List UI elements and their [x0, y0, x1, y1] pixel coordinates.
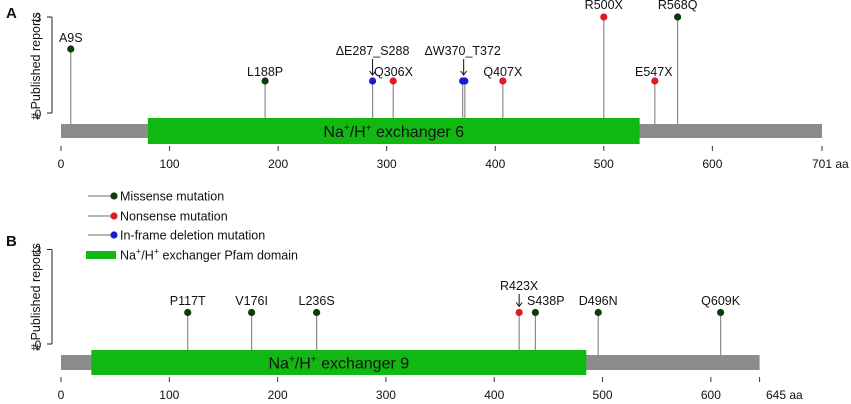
x-tick-label: 0 [58, 388, 65, 402]
mutation-dot-missense [531, 308, 539, 317]
mutation-label: Q407X [483, 65, 523, 79]
x-tick-label: 0 [58, 157, 65, 171]
mutation-label: E547X [635, 65, 673, 79]
domain-bar-b [91, 350, 587, 375]
mutation-label: A9S [59, 31, 83, 45]
legend-label: Na+/H+ exchanger Pfam domain [120, 247, 298, 263]
y-axis-b: 03 [35, 244, 53, 352]
x-tick-label: 400 [485, 157, 505, 171]
mutation-dot-inframe [368, 77, 377, 85]
mutation-label: Q306X [374, 65, 414, 79]
mutation-label: S438P [527, 294, 565, 308]
x-tick-label: 200 [268, 157, 288, 171]
domain-label-b: Na+/H+ exchanger 9 [268, 355, 409, 373]
panel-letter-a: A [6, 5, 17, 22]
mutation-dots-a [67, 13, 682, 85]
y-tick-label: 3 [35, 244, 42, 258]
mutation-dot-nonsense [389, 77, 397, 85]
legend-label: In-frame deletion mutation [120, 229, 265, 243]
stems-a [70, 17, 679, 124]
legend-dot [110, 212, 118, 220]
mutation-dot-nonsense [515, 308, 523, 317]
length-label-a: 701 aa [812, 157, 849, 171]
legend-dot [110, 231, 118, 239]
panel-a: A # Published reports 03 Na+/H+ exchange… [6, 0, 849, 171]
legend-item-inframe: In-frame deletion mutation [88, 229, 265, 243]
mutation-label: P117T [170, 294, 206, 308]
mutation-label: R568Q [658, 0, 698, 12]
y-tick-label: 3 [35, 11, 42, 25]
domain-bar-a [147, 118, 640, 144]
mutation-dot-missense [594, 308, 602, 317]
mutation-label: V176I [235, 294, 268, 308]
mutation-dot-missense [313, 308, 321, 317]
mutation-dot-nonsense [651, 77, 659, 85]
mutation-label: ΔW370_T372 [424, 44, 500, 58]
y-axis-label-a: # Published reports [29, 12, 43, 120]
y-axis-a: 03 [35, 11, 53, 121]
x-tick-label: 300 [376, 388, 396, 402]
x-tick-label: 600 [702, 157, 722, 171]
mutation-dot-inframe [461, 77, 469, 85]
length-label-b: 645 aa [766, 388, 803, 402]
mutation-label: L188P [247, 65, 283, 79]
legend-dot [110, 192, 118, 200]
mutation-dots-b [184, 308, 725, 317]
x-tick-label: 100 [160, 157, 180, 171]
mutation-label: D496N [579, 294, 618, 308]
legend-domain-swatch [86, 251, 116, 259]
label-arrow-head [515, 302, 523, 308]
y-tick-label: 0 [35, 338, 42, 352]
stems-b [187, 312, 722, 355]
label-arrow-head [460, 70, 468, 76]
mutation-dot-missense [248, 308, 256, 317]
legend-label: Nonsense mutation [120, 210, 228, 224]
x-tick-label: 500 [593, 388, 613, 402]
x-ticks-b: 0 100 200 300 400 500 600 [58, 377, 761, 402]
mutation-dot-missense [717, 308, 725, 317]
legend-item-nonsense: Nonsense mutation [88, 210, 228, 224]
x-tick-label: 600 [701, 388, 721, 402]
x-tick-label: 400 [484, 388, 504, 402]
domain-label-a: Na+/H+ exchanger 6 [323, 123, 464, 141]
mutation-label: L236S [299, 294, 335, 308]
mutation-dot-missense [674, 13, 682, 21]
mutation-dot-missense [67, 45, 75, 53]
x-tick-label: 100 [159, 388, 179, 402]
mutation-label: R423X [500, 279, 539, 293]
panel-b: B # Published reports 03 Na+/H+ exchange… [6, 233, 803, 402]
mutation-dot-nonsense [499, 77, 507, 85]
y-tick-label: 0 [35, 107, 42, 121]
x-tick-label: 200 [268, 388, 288, 402]
x-tick-label: 300 [377, 157, 397, 171]
label-arrow-head [369, 70, 376, 76]
mutation-dot-missense [261, 77, 269, 85]
mutation-dot-nonsense [600, 13, 608, 21]
mutation-label: R500X [585, 0, 624, 12]
mutation-dot-missense [184, 308, 192, 317]
mutation-label: ΔE287_S288 [336, 44, 410, 58]
panel-letter-b: B [6, 233, 17, 250]
legend-item-domain: Na+/H+ exchanger Pfam domain [86, 247, 298, 263]
y-axis-label-b: # Published reports [29, 243, 43, 351]
mutation-label: Q609K [701, 294, 741, 308]
x-tick-label: 500 [594, 157, 614, 171]
legend-label: Missense mutation [120, 190, 224, 204]
legend-item-missense: Missense mutation [88, 190, 224, 204]
x-ticks-a: 0 100 200 300 400 500 600 [58, 146, 823, 171]
